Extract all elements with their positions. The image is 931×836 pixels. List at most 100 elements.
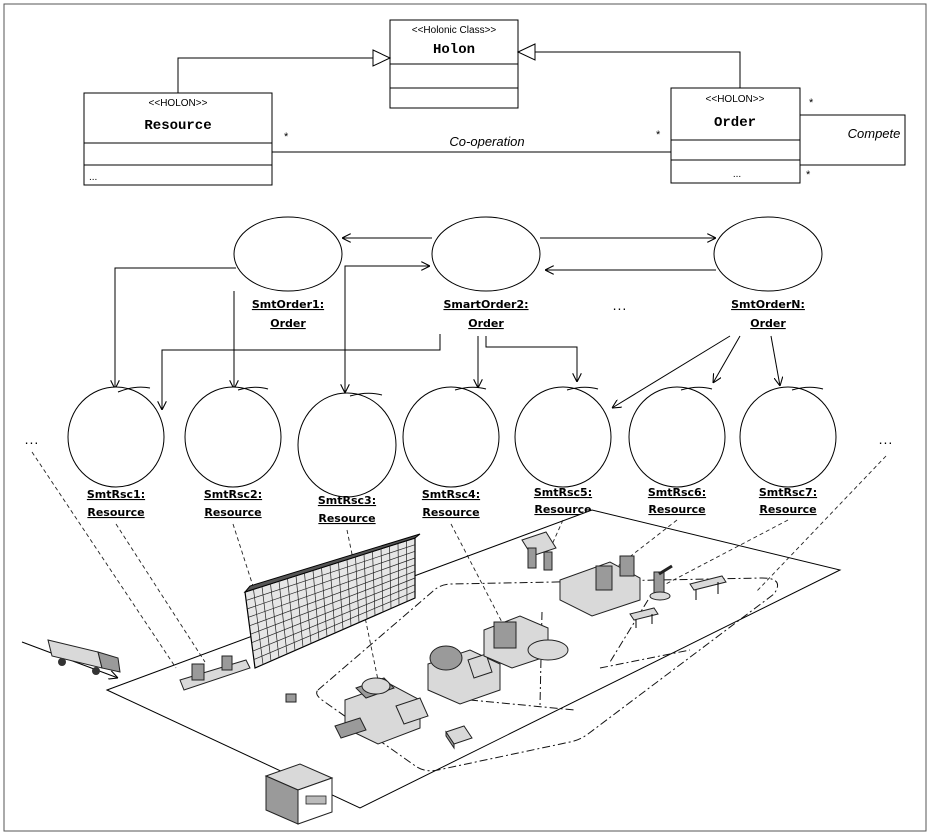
mapping-line-rsc1 <box>115 523 206 663</box>
resource-ellipsis-left: ... <box>25 431 40 447</box>
mapping-line-rsc4 <box>450 523 506 629</box>
order-class: <<HOLON>> Order ... <box>670 87 801 184</box>
rack-grid-line <box>251 577 416 643</box>
storage-rack <box>243 533 421 669</box>
resource-object-class: Resource <box>648 503 705 516</box>
resource-object-name: SmtRsc6: <box>648 486 706 499</box>
resource-object-7: SmtRsc7: Resource <box>739 386 837 516</box>
mapping-line-left-dots <box>31 451 177 669</box>
order-ellipsis: ... <box>733 169 741 180</box>
rack-grid-line <box>295 575 304 648</box>
rack-grid-line <box>250 571 416 635</box>
rack-grid-line <box>249 564 416 627</box>
order-object-name: SmartOrder2: <box>443 298 528 311</box>
link-ordern-rsc6 <box>713 335 741 383</box>
rack-grid-line <box>321 567 328 637</box>
order-object-class: Order <box>468 317 504 330</box>
robot-arm <box>649 564 673 601</box>
resource-ellipsis-right: ... <box>879 431 894 447</box>
link-ordern-rsc7 <box>770 335 780 386</box>
cooperation-association: Co-operation * * <box>272 129 671 153</box>
resource-object-4: SmtRsc4: Resource <box>402 386 500 519</box>
agv-track-cross-2 <box>609 599 649 663</box>
link-ordern-rsc5 <box>612 335 731 408</box>
resource-name: Resource <box>144 118 211 134</box>
machining-center-2 <box>427 645 501 705</box>
outer-frame <box>3 3 927 832</box>
resource-object-5: SmtRsc5: Resource <box>514 386 612 516</box>
resource-object-1: SmtRsc1: Resource <box>67 386 165 519</box>
mapping-line-rsc6 <box>599 519 678 581</box>
resource-object-class: Resource <box>87 506 144 519</box>
rack-grid-line <box>247 551 416 610</box>
fixture-1 <box>689 575 727 600</box>
holon-class: <<Holonic Class>> Holon <box>389 19 519 109</box>
resource-object-class: Resource <box>204 506 261 519</box>
rack-grid-line <box>278 581 288 655</box>
resource-ellipsis: ... <box>89 172 97 183</box>
rack-grid-line <box>338 562 344 630</box>
link-order2-rsc3 <box>345 266 430 393</box>
mapping-line-rsc7 <box>661 519 789 587</box>
resource-object-class: Resource <box>759 503 816 516</box>
rack-grid-line <box>246 544 416 601</box>
generalization-order-holon <box>516 43 741 88</box>
resource-object-class: Resource <box>534 503 591 516</box>
compete-mult-top: * <box>809 97 814 109</box>
input-conveyor <box>179 655 251 691</box>
resource-object-class: Resource <box>318 512 375 525</box>
rack-grid-line <box>253 591 416 660</box>
resource-object-name: SmtRsc3: <box>318 494 376 507</box>
order-object-name: SmtOrder1: <box>252 298 324 311</box>
mapping-line-right-dots <box>755 455 887 593</box>
agv-vehicle <box>445 725 473 750</box>
mapping-line-rsc3 <box>346 529 379 681</box>
rack-grid-line <box>261 586 272 662</box>
holon-name: Holon <box>433 42 475 58</box>
order-object-n: SmtOrderN: Order <box>713 216 823 330</box>
resource-object-class: Resource <box>422 506 479 519</box>
order-name: Order <box>714 115 756 131</box>
rack-grid-line <box>304 573 312 644</box>
order-object-2: SmartOrder2: Order <box>431 216 541 330</box>
resource-object-6: SmtRsc6: Resource <box>628 386 726 516</box>
rack-grid-line <box>270 583 280 658</box>
delivery-truck <box>21 639 121 678</box>
rack-grid-line <box>253 589 264 665</box>
rack-grid-line <box>287 578 296 651</box>
resource-object-name: SmtRsc5: <box>534 486 592 499</box>
compete-mult-bottom: * <box>806 169 811 181</box>
rack-grid-line <box>389 546 392 609</box>
rack-grid-line <box>329 564 336 634</box>
link-order2-rsc1 <box>162 334 441 410</box>
rack-grid-line <box>406 540 408 602</box>
order-ellipsis-dots: ... <box>613 297 628 313</box>
compete-label: Compete <box>848 126 901 141</box>
rack-grid-line <box>346 559 352 627</box>
agv-track-cross-3 <box>469 699 576 711</box>
machining-center-1 <box>334 677 429 745</box>
order-object-class: Order <box>270 317 306 330</box>
resource-object-2: SmtRsc2: Resource <box>184 386 282 519</box>
rack-grid-line <box>372 551 376 616</box>
link-order2-rsc5 <box>485 336 577 382</box>
order-object-1: SmtOrder1: Order <box>233 216 343 330</box>
rack-grid-line <box>248 557 416 618</box>
agv-track-loop <box>316 577 778 772</box>
resource-object-name: SmtRsc7: <box>759 486 817 499</box>
order-object-class: Order <box>750 317 786 330</box>
fixture-2 <box>629 607 659 628</box>
rack-grid-line <box>397 543 400 606</box>
resource-object-name: SmtRsc2: <box>204 488 262 501</box>
resource-stereotype: <<HOLON>> <box>149 98 208 109</box>
order-stereotype: <<HOLON>> <box>706 94 765 105</box>
resource-class: <<HOLON>> Resource ... <box>83 92 273 186</box>
rack-grid-line <box>355 556 360 623</box>
printer-terminal <box>264 763 334 825</box>
agv-track-cross-4 <box>599 649 691 669</box>
resource-object-name: SmtRsc1: <box>87 488 145 501</box>
agv-pallet <box>285 693 297 703</box>
link-order1-rsc1 <box>115 267 236 389</box>
generalization-resource-holon <box>177 49 392 93</box>
